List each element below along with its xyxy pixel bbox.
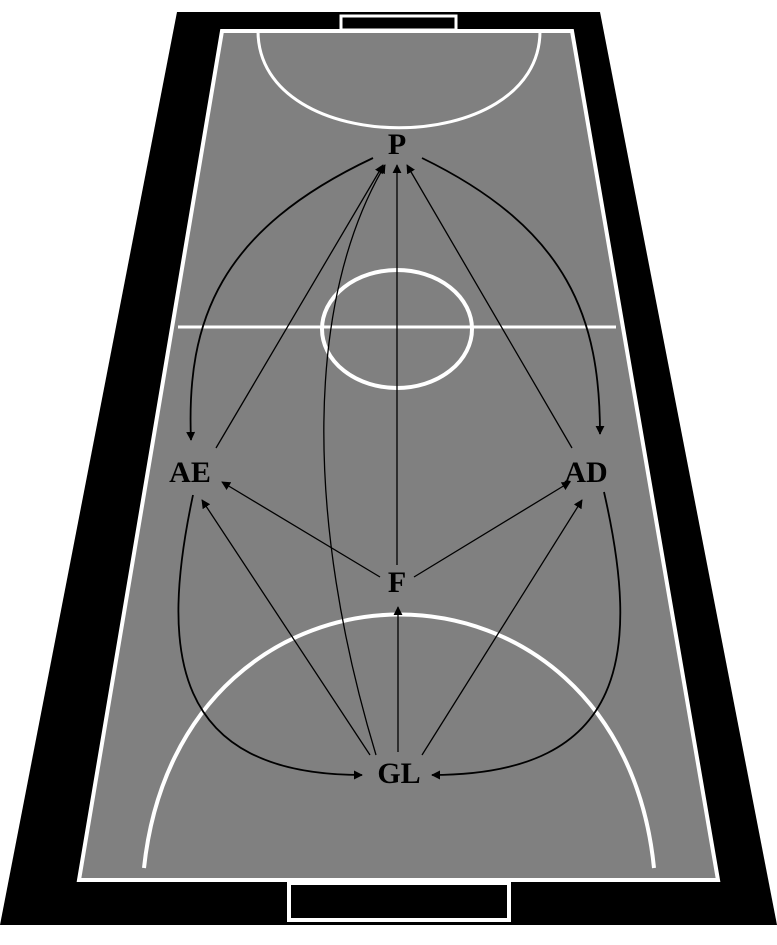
top-goal	[339, 14, 458, 32]
arrow-f-to-ae	[221, 481, 381, 578]
arrow-p-to-ad	[421, 157, 605, 435]
arrow-gl-to-ad	[421, 499, 583, 756]
arrow-gl-to-ae	[201, 499, 371, 756]
player-label-p: P	[388, 128, 406, 161]
court-surface	[76, 29, 721, 882]
passing-links	[177, 157, 622, 780]
arrow-gl-to-p	[323, 164, 386, 756]
player-label-ae: AE	[169, 456, 211, 489]
bottom-goal	[287, 881, 511, 922]
arrow-ae-to-p	[215, 164, 384, 449]
arrow-ad-to-p	[406, 164, 573, 449]
arrow-f-to-ad	[413, 481, 571, 578]
arrow-ad-to-gl	[431, 491, 622, 780]
arrow-ae-to-gl	[177, 494, 363, 780]
player-label-ad: AD	[564, 456, 607, 489]
top-penalty-area	[256, 30, 542, 130]
player-label-gl: GL	[377, 757, 420, 790]
arrow-p-to-ae	[186, 157, 374, 441]
player-label-f: F	[388, 566, 406, 599]
